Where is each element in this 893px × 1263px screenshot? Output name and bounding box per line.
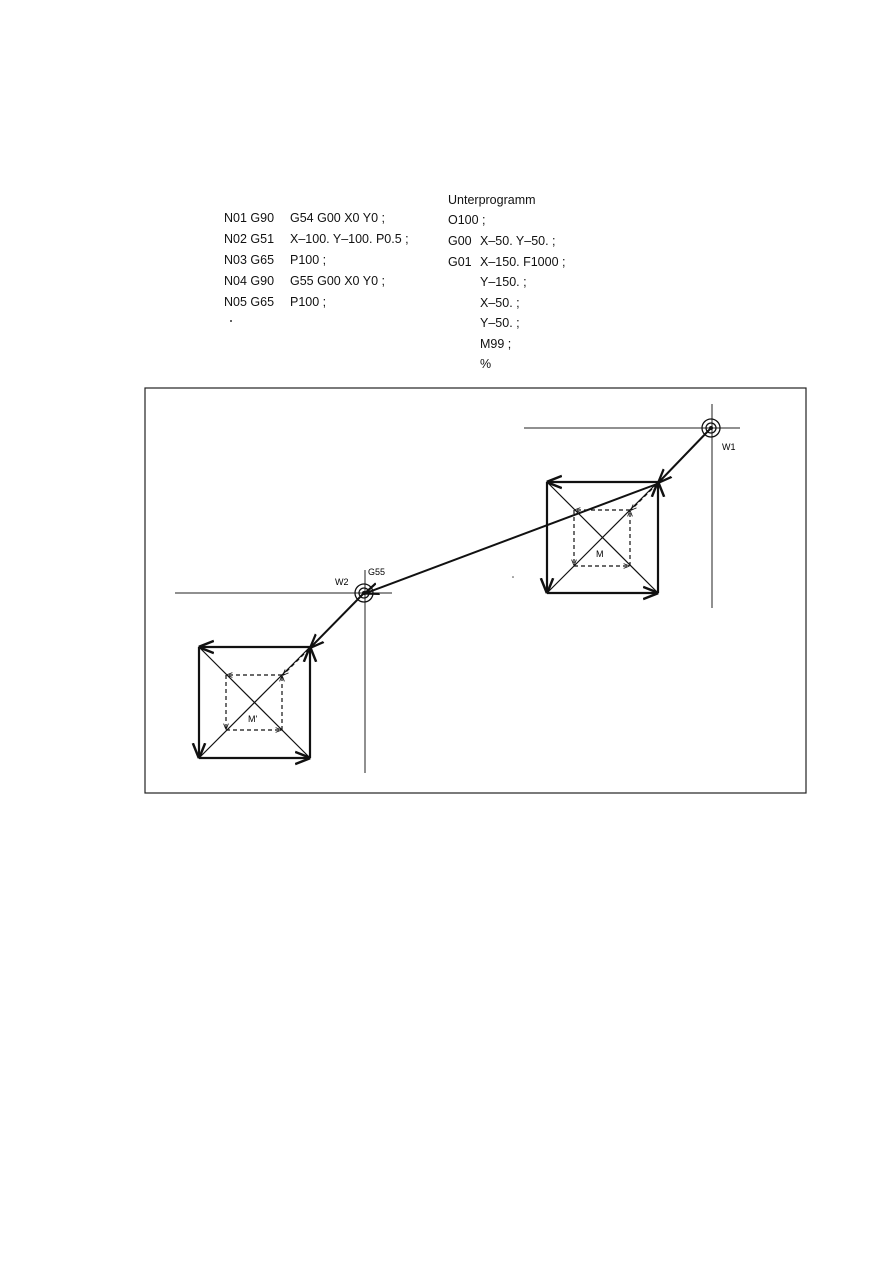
- sub-words: X–150. F1000 ;: [480, 255, 566, 269]
- rapid-w1-to-square1: [659, 427, 712, 482]
- block-words: X–100. Y–100. P0.5 ;: [290, 232, 409, 246]
- subprogram-heading: Unterprogramm: [448, 193, 536, 207]
- sub-words: Y–150. ;: [480, 275, 527, 289]
- sub-line-4: Y–150. ;: [480, 275, 527, 289]
- block-words: P100 ;: [290, 253, 327, 267]
- block-number: N01 G90: [224, 211, 275, 225]
- sub-line-8: %: [480, 357, 491, 371]
- sub-words: Y–50. ;: [480, 316, 520, 330]
- stray-dot: [230, 320, 232, 322]
- label-w1: W1: [722, 442, 736, 452]
- block-number: N02 G51: [224, 232, 275, 246]
- label-m-prime: M': [248, 714, 257, 724]
- sub-line-2: G00 X–50. Y–50. ;: [448, 234, 556, 248]
- sub-line-3: G01 X–150. F1000 ;: [448, 255, 565, 269]
- main-line-2: N02 G51 X–100. Y–100. P0.5 ;: [224, 232, 409, 246]
- block-number: N05 G65: [224, 295, 275, 309]
- block-words: G55 G00 X0 Y0 ;: [290, 274, 385, 288]
- sub-words: M99 ;: [480, 337, 512, 351]
- sub-words: %: [480, 357, 492, 371]
- block-words: G54 G00 X0 Y0 ;: [290, 211, 385, 225]
- square-contour-w2: [199, 647, 310, 758]
- scaled-contour-inner-1: M: [574, 483, 658, 566]
- block-number: N03 G65: [224, 253, 275, 267]
- sub-line-6: Y–50. ;: [480, 316, 520, 330]
- sub-prefix: O100 ;: [448, 213, 486, 227]
- main-line-1: N01 G90 G54 G00 X0 Y0 ;: [224, 211, 385, 225]
- sub-line-1: O100 ;: [448, 213, 486, 227]
- sub-line-5: X–50. ;: [480, 296, 520, 310]
- scaled-contour-inner-2: M': [226, 648, 310, 730]
- rapid-square1-to-w2: [366, 483, 658, 593]
- square-contour-w1: [547, 482, 658, 593]
- block-words: P100 ;: [290, 295, 327, 309]
- sub-words: X–50. Y–50. ;: [480, 234, 556, 248]
- label-w2: W2: [335, 577, 349, 587]
- sub-line-7: M99 ;: [480, 337, 511, 351]
- sub-words: X–50. ;: [480, 296, 520, 310]
- main-line-3: N03 G65 P100 ;: [224, 253, 326, 267]
- speck: [512, 576, 514, 578]
- label-m: M: [596, 549, 604, 559]
- figure-frame: [144, 387, 807, 794]
- workpiece-origin-w1: W1: [524, 404, 740, 608]
- label-g55: G55: [368, 567, 385, 577]
- rapid-w2-to-square2: [311, 592, 365, 647]
- sub-prefix: G01: [448, 255, 472, 269]
- block-number: N04 G90: [224, 274, 275, 288]
- main-line-5: N05 G65 P100 ;: [224, 295, 326, 309]
- main-line-4: N04 G90 G55 G00 X0 Y0 ;: [224, 274, 385, 288]
- sub-prefix: G00: [448, 234, 472, 248]
